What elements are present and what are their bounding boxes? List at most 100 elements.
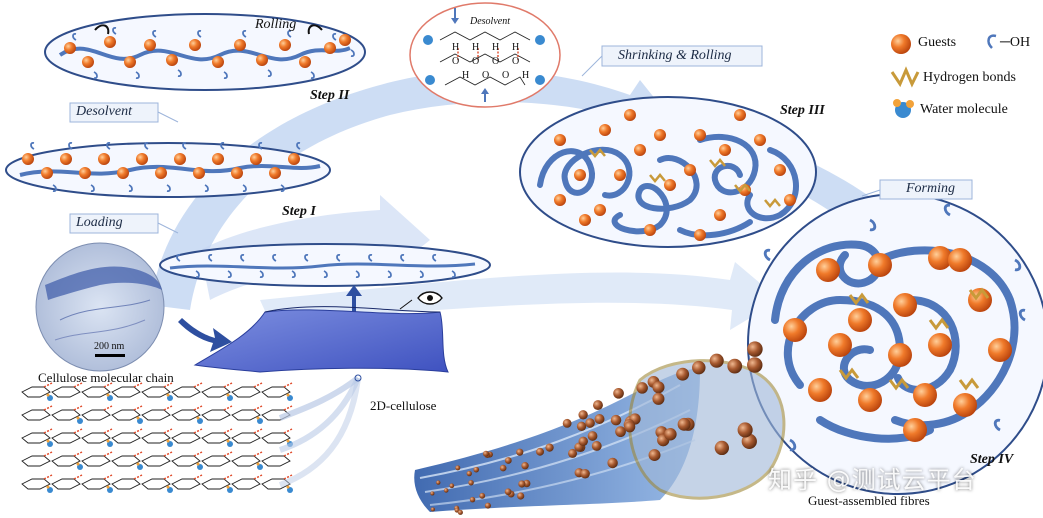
fibre-guest-sphere [516, 448, 524, 456]
water-molecule [423, 35, 433, 45]
water-molecule [137, 418, 143, 424]
guest-sphere [279, 39, 291, 51]
guest-sphere [928, 333, 952, 357]
fibre-guest-sphere [578, 436, 588, 447]
guest-sphere [144, 39, 156, 51]
chain-oh-groups [176, 253, 456, 279]
fibre-guest-sphere [430, 491, 435, 496]
guest-sphere [64, 42, 76, 54]
hbond-dash [223, 451, 233, 457]
fibre-guest-sphere [499, 464, 507, 472]
curved-arrow-to-sheet [178, 318, 232, 352]
guest-sphere [858, 388, 882, 412]
guest-sphere [41, 167, 53, 179]
inset-atom-7: O [512, 56, 520, 67]
hbond-dash [133, 405, 143, 411]
glucose-ring [201, 455, 231, 467]
hbond-dash [133, 428, 143, 434]
glucose-ring [51, 386, 81, 398]
legend-water: Water molecule [920, 102, 1008, 117]
oh-hook-icon [112, 26, 117, 35]
water-h-atom [166, 485, 170, 489]
guest-sphere [734, 109, 746, 121]
guest-sphere [82, 56, 94, 68]
water-h-atom [136, 462, 140, 466]
glucose-ring [261, 386, 291, 398]
hbond-dash [223, 382, 233, 388]
fibre-guest-sphere [479, 492, 486, 499]
guest-sphere [714, 209, 726, 221]
oh-hook-icon [400, 253, 405, 262]
water-molecule [47, 395, 53, 401]
guest-sphere [816, 258, 840, 282]
fibre-guest-sphere [430, 507, 435, 512]
fibre-guest-sphere [593, 400, 603, 411]
fibre-guest-sphere [747, 341, 763, 357]
oh-hook-icon [336, 253, 341, 262]
water-h-atom [226, 393, 230, 397]
guest-sphere [624, 109, 636, 121]
water-molecule [425, 75, 435, 85]
oh-hook-icon [242, 29, 247, 38]
guest-sphere [928, 246, 952, 270]
oh-hook-icon [204, 184, 209, 193]
oh-hook-icon [182, 141, 187, 150]
fibre-guest-sphere [585, 418, 595, 428]
guest-sphere [231, 167, 243, 179]
water-molecule [197, 418, 203, 424]
guest-sphere [98, 153, 110, 165]
glucose-ring [111, 478, 141, 490]
hbond-dash [253, 474, 263, 480]
fibre-guests [430, 341, 763, 515]
water-h-atom [256, 462, 260, 466]
water-h-atom [76, 462, 80, 466]
fibre-guest-sphere [576, 421, 587, 431]
fibre-guest-sphere [469, 496, 476, 503]
glucose-ring [231, 432, 261, 444]
guest-sphere [599, 124, 611, 136]
glucose-ring [171, 478, 201, 490]
oh-hook-icon [432, 253, 437, 262]
water-h-atom [166, 393, 170, 397]
cellulose-chain-label: Cellulose molecular chain [38, 370, 174, 385]
guest-sphere [903, 418, 927, 442]
oh-hook-icon [177, 69, 182, 78]
step4-guests [763, 203, 1026, 452]
guest-sphere [684, 164, 696, 176]
glucose-ring [231, 409, 261, 421]
inset-atom-8: H [462, 70, 470, 81]
guest-sphere [234, 39, 246, 51]
hbond-dash [43, 405, 53, 411]
oh-hook-icon [943, 203, 951, 217]
hbond-dash [103, 405, 113, 411]
fibres-bundle [414, 369, 700, 512]
glucose-ring [261, 432, 291, 444]
eye-icon [399, 291, 443, 310]
water-h-atom [286, 393, 290, 397]
oh-hook-icon [30, 141, 35, 150]
hbond-dash [193, 382, 203, 388]
hbond-dash [193, 405, 203, 411]
glucose-ring [111, 409, 141, 421]
hbond-icon [968, 287, 990, 301]
hbond-dash [283, 474, 293, 480]
legend-hbond: Hydrogen bonds [923, 70, 1016, 85]
hbond-icon [928, 317, 950, 331]
water-molecule [107, 441, 113, 447]
guest-sphere [22, 153, 34, 165]
glucose-ring [231, 455, 261, 467]
fibre-guest-sphere [436, 480, 441, 485]
water-h-atom [226, 485, 230, 489]
oh-hook-icon [195, 270, 200, 279]
hbond-icon [649, 173, 666, 183]
guest-sphere [79, 167, 91, 179]
guest-sphere [579, 214, 591, 226]
hbond-dash [193, 428, 203, 434]
guest-sphere [634, 144, 646, 156]
fibre-guest-sphere [747, 357, 763, 373]
oh-hook-icon [259, 270, 264, 279]
scale-bar-label: 200 nm [94, 341, 125, 352]
guest-sphere [250, 153, 262, 165]
step3-label: Step III [780, 103, 825, 118]
hbond-dash [193, 474, 203, 480]
